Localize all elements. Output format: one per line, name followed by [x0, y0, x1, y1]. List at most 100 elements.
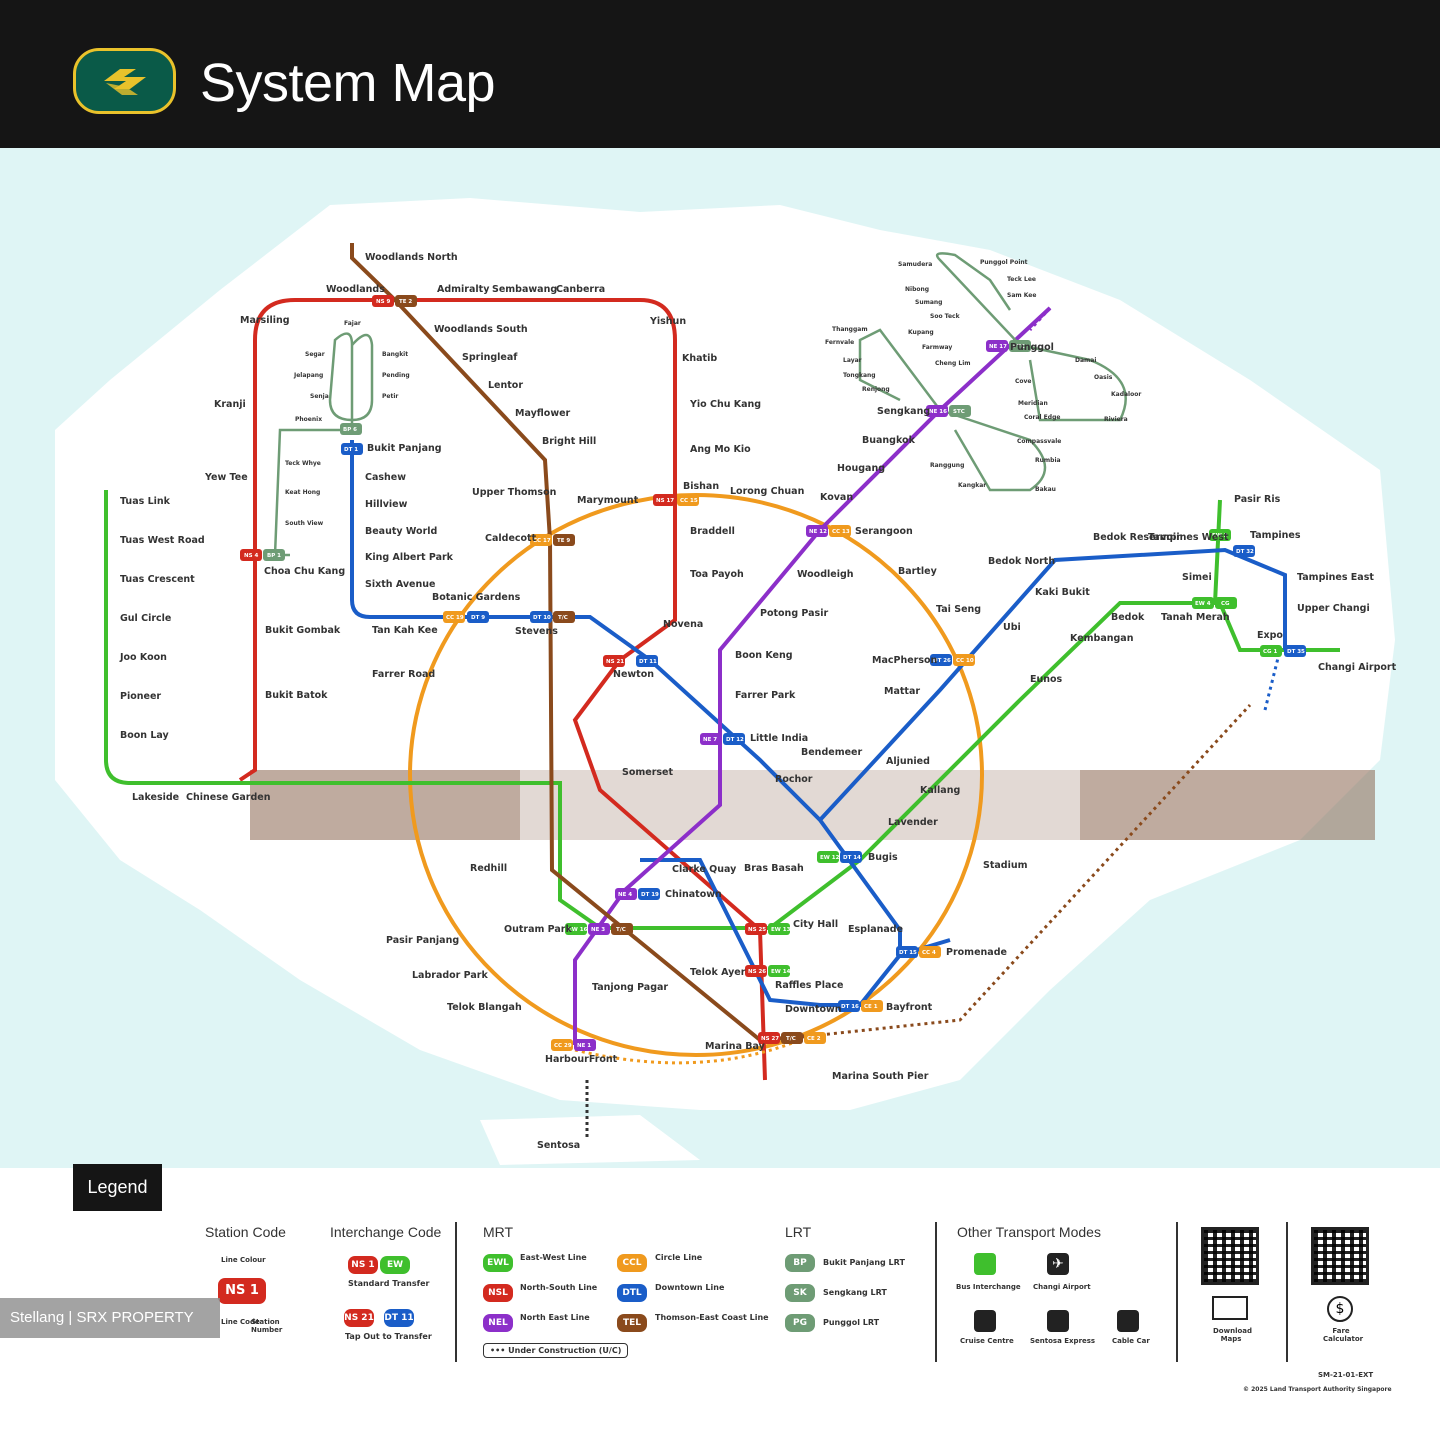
downtown-line-east: [818, 547, 1287, 822]
legend-line-colour: Line Colour: [221, 1256, 266, 1264]
legend-cable-car: Cable Car: [1112, 1337, 1150, 1345]
legend-station-code-sample: NS 1: [218, 1278, 266, 1304]
station-upper-changi: Upper Changi: [1297, 603, 1370, 614]
code-ns17: NS 17: [656, 498, 674, 504]
station-potong-pasir: Potong Pasir: [760, 608, 828, 619]
station-macpherson: MacPherson: [872, 655, 938, 666]
code-ce2: CE 2: [807, 1036, 821, 1042]
code-ne3: NE 3: [591, 927, 605, 933]
code-cc15: CC 15: [680, 498, 698, 504]
lrt-punggol-point: Punggol Point: [980, 259, 1028, 266]
station-admiralty: Admiralty: [437, 284, 490, 295]
code-ns4: NS 4: [244, 553, 258, 559]
code-ew14: EW 14: [771, 969, 791, 975]
code-ns27: NS 27: [761, 1036, 779, 1042]
legend-station-code-heading: Station Code: [205, 1224, 286, 1240]
crl-extension: [1263, 649, 1282, 711]
code-ne12: NE 12: [809, 529, 827, 535]
lrt-compassvale: Compassvale: [1017, 438, 1061, 445]
ccl-under-construction: [574, 1038, 801, 1065]
code-dt14: DT 14: [843, 855, 861, 861]
nel-extension: [1028, 306, 1052, 332]
legend-nsl-name: North-South Line: [520, 1283, 598, 1292]
legend-sk-name: Sengkang LRT: [823, 1288, 887, 1297]
legend-fare[interactable]: Fare Calculator: [1323, 1327, 1364, 1343]
code-cc10: CC 10: [956, 658, 974, 664]
station-marina-south-pier: Marina South Pier: [832, 1071, 929, 1082]
station-marsiling: Marsiling: [240, 315, 290, 326]
station-tampines-east: Tampines East: [1297, 572, 1374, 583]
legend-line-code: Line Code: [221, 1318, 260, 1326]
legend-lrt-heading: LRT: [785, 1224, 812, 1240]
station-promenade: Promenade: [946, 947, 1007, 958]
station-chinatown: Chinatown: [665, 889, 722, 900]
code-bp6: BP 6: [343, 427, 357, 433]
code-cc29: CC 29: [554, 1043, 572, 1049]
station-springleaf: Springleaf: [462, 352, 518, 363]
station-woodlands-north: Woodlands North: [365, 252, 458, 263]
dollar-icon: $: [1327, 1296, 1353, 1322]
network-map[interactable]: NS 9 TE 2 NS 17 CC 15 NS 4 BP 1 CC 17 TE…: [0, 148, 1440, 1168]
lrt-teck-whye: Teck Whye: [285, 460, 321, 467]
station-botanic-gardens: Botanic Gardens: [432, 592, 521, 603]
station-khatib: Khatib: [682, 353, 717, 364]
legend-bp: BP: [785, 1254, 815, 1272]
code-ew13: EW 13: [771, 927, 791, 933]
code-tc: T/C: [786, 1036, 796, 1042]
lrt-bakau: Bakau: [1035, 486, 1056, 493]
station-tampines-west: Tampines West: [1148, 532, 1229, 543]
station-marina-bay: Marina Bay: [705, 1041, 766, 1052]
legend-sk: SK: [785, 1284, 815, 1302]
station-expo: Expo: [1257, 630, 1283, 641]
watermark: Stellang | SRX PROPERTY: [0, 1298, 220, 1338]
station-lakeside: Lakeside: [132, 792, 179, 803]
station-marymount: Marymount: [577, 495, 639, 506]
station-yishun: Yishun: [649, 316, 686, 327]
legend-tap-out: Tap Out to Transfer: [345, 1332, 432, 1341]
station-yio-chu-kang: Yio Chu Kang: [689, 399, 761, 410]
code-te9: TE 9: [557, 538, 570, 544]
code-ne4: NE 4: [618, 892, 632, 898]
code-bp1: BP 1: [267, 553, 281, 559]
legend-divider-4: [1286, 1222, 1288, 1362]
code-te2: TE 2: [399, 299, 412, 305]
code-dt35: DT 35: [1287, 649, 1305, 655]
legend-station-number: Station Number: [251, 1318, 283, 1334]
station-bras-basah: Bras Basah: [744, 863, 804, 874]
station-chinese-garden: Chinese Garden: [186, 792, 271, 803]
station-sengkang: Sengkang: [877, 406, 930, 417]
legend-pg-name: Punggol LRT: [823, 1318, 880, 1327]
station-braddell: Braddell: [690, 526, 735, 537]
legend-tel-name: Thomson-East Coast Line: [655, 1313, 769, 1322]
fare-qr-icon[interactable]: [1311, 1227, 1369, 1285]
station-tan-kah-kee: Tan Kah Kee: [372, 625, 438, 636]
station-redhill: Redhill: [470, 863, 507, 874]
station-woodlands-south: Woodlands South: [434, 324, 528, 335]
legend-download[interactable]: Download Maps: [1213, 1327, 1253, 1343]
code-cg1: CG 1: [1263, 649, 1277, 655]
lrt-labels: Fajar Segar Jelapang Senja Bangkit Pendi…: [285, 259, 1141, 527]
station-joo-koon: Joo Koon: [119, 652, 167, 663]
legend-tab: Legend: [73, 1164, 162, 1211]
download-qr-icon[interactable]: [1201, 1227, 1259, 1285]
cable-car-icon: [1117, 1310, 1139, 1332]
code-dt26: DT 26: [933, 658, 951, 664]
legend-uc-label: Under Construction (U/C): [508, 1346, 622, 1355]
station-labels: Woodlands North Woodlands Admiralty Semb…: [119, 252, 1397, 1151]
station-hougang: Hougang: [837, 463, 885, 474]
legend-dtl: DTL: [617, 1284, 647, 1302]
code-ew12: EW 12: [820, 855, 840, 861]
code-te17: T/C: [616, 927, 626, 933]
station-simei: Simei: [1182, 572, 1212, 583]
lrt-oasis: Oasis: [1094, 374, 1113, 381]
code-cc17: CC 17: [533, 538, 551, 544]
lrt-phoenix: Phoenix: [295, 416, 322, 423]
lrt-teck-lee: Teck Lee: [1007, 276, 1036, 283]
station-boon-lay: Boon Lay: [120, 730, 170, 741]
station-tai-seng: Tai Seng: [936, 604, 981, 615]
bus-icon: [974, 1253, 996, 1275]
legend-tap-b: DT 11: [384, 1309, 414, 1327]
map-icon: [1212, 1296, 1248, 1320]
code-dt10: DT 10: [533, 615, 551, 621]
station-downtown: Downtown: [785, 1004, 842, 1015]
